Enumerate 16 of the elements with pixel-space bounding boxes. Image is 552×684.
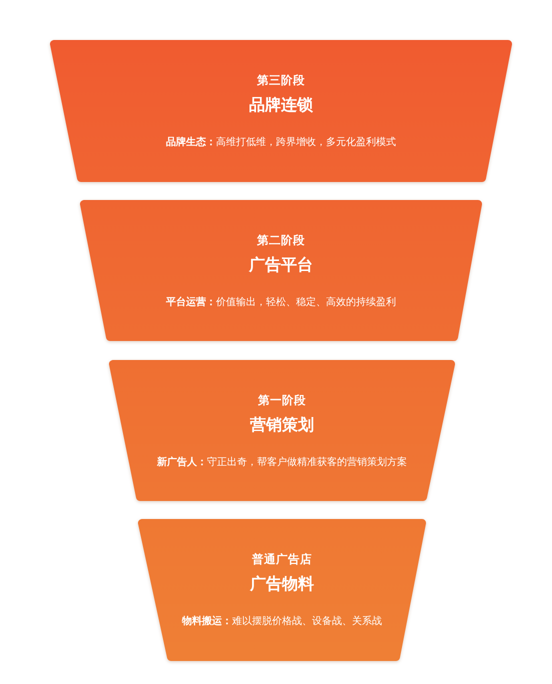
stage-label: 第一阶段: [258, 393, 306, 407]
funnel-segment: [109, 360, 455, 501]
stage-title: 广告平台: [249, 255, 313, 275]
stage-label: 第二阶段: [257, 233, 305, 247]
stage-title: 营销策划: [250, 415, 314, 435]
stage-title: 品牌连锁: [249, 95, 313, 115]
funnel-segment: [50, 40, 512, 182]
stage-description: 平台运营：价值输出，轻松、稳定、高效的持续盈利: [166, 296, 396, 309]
stage-label: 普通广告店: [252, 552, 312, 566]
stage-description: 品牌生态：高维打低维，跨界增收，多元化盈利模式: [166, 136, 396, 149]
stage-description: 新广告人：守正出奇，帮客户做精准获客的营销策划方案: [157, 456, 407, 469]
funnel-segment: [80, 200, 482, 341]
funnel-segment: [138, 519, 426, 661]
stage-title: 广告物料: [250, 574, 314, 594]
stage-description: 物料搬运：难以摆脱价格战、设备战、关系战: [182, 615, 382, 628]
stage-label: 第三阶段: [257, 73, 305, 87]
